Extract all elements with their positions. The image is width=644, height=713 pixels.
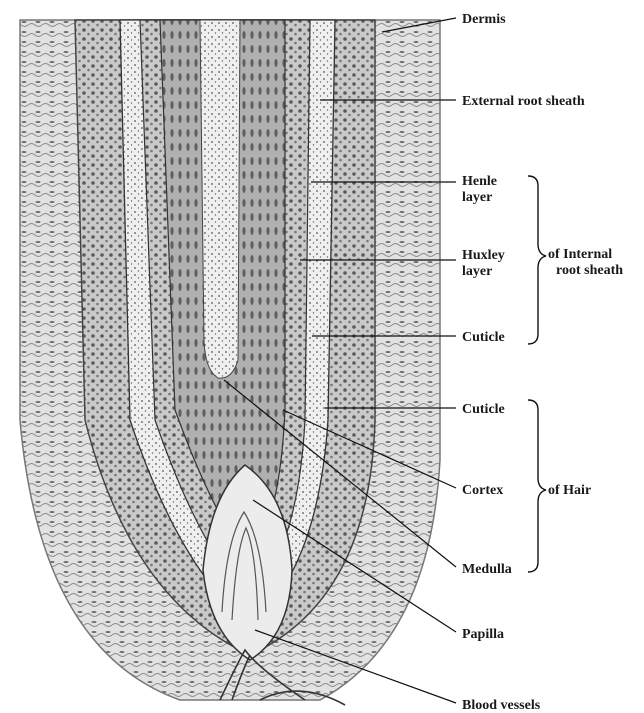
- hair-group-label: of Hair: [548, 483, 591, 498]
- dermis-label: Dermis: [462, 12, 506, 27]
- blood-vessels-label: Blood vessels: [462, 698, 541, 713]
- internal-root-sheath-brace: [528, 176, 546, 344]
- cortex-label: Cortex: [462, 483, 503, 498]
- external-root-sheath-label: External root sheath: [462, 94, 585, 109]
- internal-root-sheath-group-label: of Internal: [548, 247, 612, 262]
- hair-brace: [528, 400, 546, 572]
- huxley-layer-label-2: layer: [462, 264, 492, 279]
- medulla-shape: [200, 20, 240, 378]
- medulla-label: Medulla: [462, 562, 512, 577]
- hair-cuticle-label: Cuticle: [462, 402, 505, 417]
- inner-cuticle-label: Cuticle: [462, 330, 505, 345]
- papilla-label: Papilla: [462, 627, 504, 642]
- henle-layer-label: Henle: [462, 174, 497, 189]
- internal-root-sheath-group-label-2: root sheath: [556, 263, 623, 278]
- huxley-layer-label: Huxley: [462, 248, 505, 263]
- henle-layer-label-2: layer: [462, 190, 492, 205]
